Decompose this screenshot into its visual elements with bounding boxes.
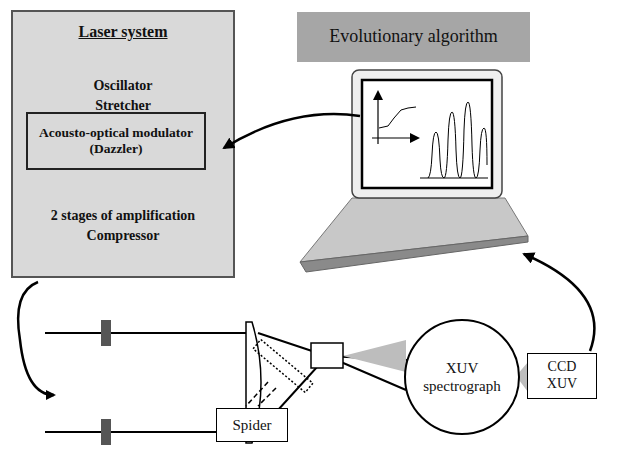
- node-label: CCD XUV: [528, 359, 596, 393]
- delay-plate: [101, 419, 111, 445]
- node-label: Evolutionary algorithm: [325, 26, 501, 48]
- node-label: Oscillator: [13, 78, 233, 95]
- gas-cell: [311, 343, 343, 368]
- node-label: 2 stages of amplification: [13, 208, 233, 225]
- circle-outline: [404, 319, 520, 435]
- node-label: Compressor: [13, 228, 233, 245]
- modulator-box: Acousto-optical modulator (Dazzler): [26, 112, 206, 170]
- node-label: Acousto-optical modulator (Dazzler): [28, 125, 204, 157]
- node-label: Spider: [228, 416, 275, 434]
- algorithm-box: Evolutionary algorithm: [297, 12, 530, 62]
- beam-splitter: [253, 340, 313, 393]
- laptop: [300, 70, 528, 272]
- spider-beam: [258, 388, 276, 406]
- heading: Laser system: [13, 22, 233, 41]
- delay-plate: [101, 320, 111, 346]
- detector-box: CCD XUV: [527, 353, 597, 399]
- xuv-beam: [343, 340, 406, 372]
- node-label: XUV spectrograph: [412, 359, 512, 395]
- control-arrow: [224, 114, 360, 148]
- spider-beam: [246, 382, 268, 406]
- spectrograph-circle: XUV spectrograph: [404, 319, 520, 435]
- system-box: Laser systemOscillatorStretcher2 stages …: [11, 10, 235, 278]
- diagnostic-box: Spider: [216, 408, 288, 442]
- signal-arrow: [524, 254, 594, 351]
- output-arrow: [18, 282, 54, 395]
